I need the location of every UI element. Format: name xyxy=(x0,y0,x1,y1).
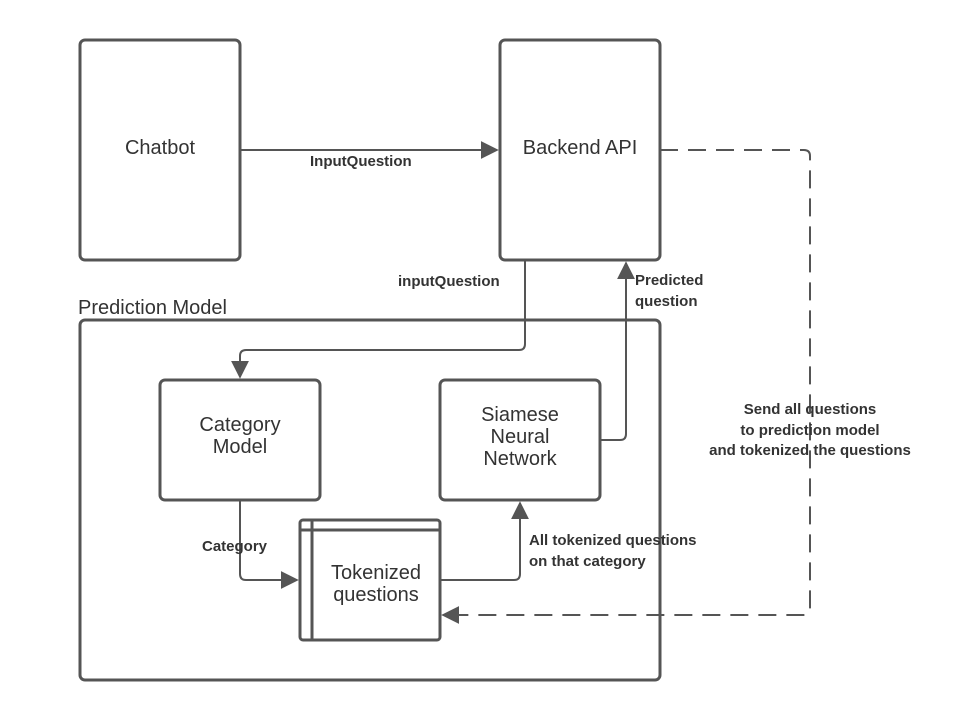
siamese-network-label: Siamese Neural Network xyxy=(481,404,559,470)
prediction-model-container xyxy=(78,318,662,682)
chatbot-label: Chatbot xyxy=(124,137,196,159)
edge-backend-to-category xyxy=(231,260,526,379)
prediction-model-title: Prediction Model xyxy=(78,297,227,319)
edge-label-send-all-questions: Send all questions to prediction model a… xyxy=(709,401,911,459)
category-model-label: Category Model xyxy=(199,414,281,458)
edge-siamese-to-backend xyxy=(600,261,635,441)
backend-api-label: Backend API xyxy=(522,137,638,159)
edge-category-to-tokenized xyxy=(239,500,299,589)
edge-tokenized-to-siamese xyxy=(440,501,529,581)
edge-backend-to-tokenized-dashed xyxy=(441,149,811,624)
tokenized-questions-node xyxy=(298,518,442,642)
edge-label-predicted-question: Predicted question xyxy=(635,272,704,310)
edge-label-all-tokenized: All tokenized questions on that category xyxy=(529,532,697,570)
edge-label-category: Category xyxy=(202,538,268,555)
edge-label-input-question-lower: inputQuestion xyxy=(398,273,500,290)
edge-label-input-question-upper: InputQuestion xyxy=(310,153,412,170)
tokenized-questions-label: Tokenized questions xyxy=(330,562,422,606)
